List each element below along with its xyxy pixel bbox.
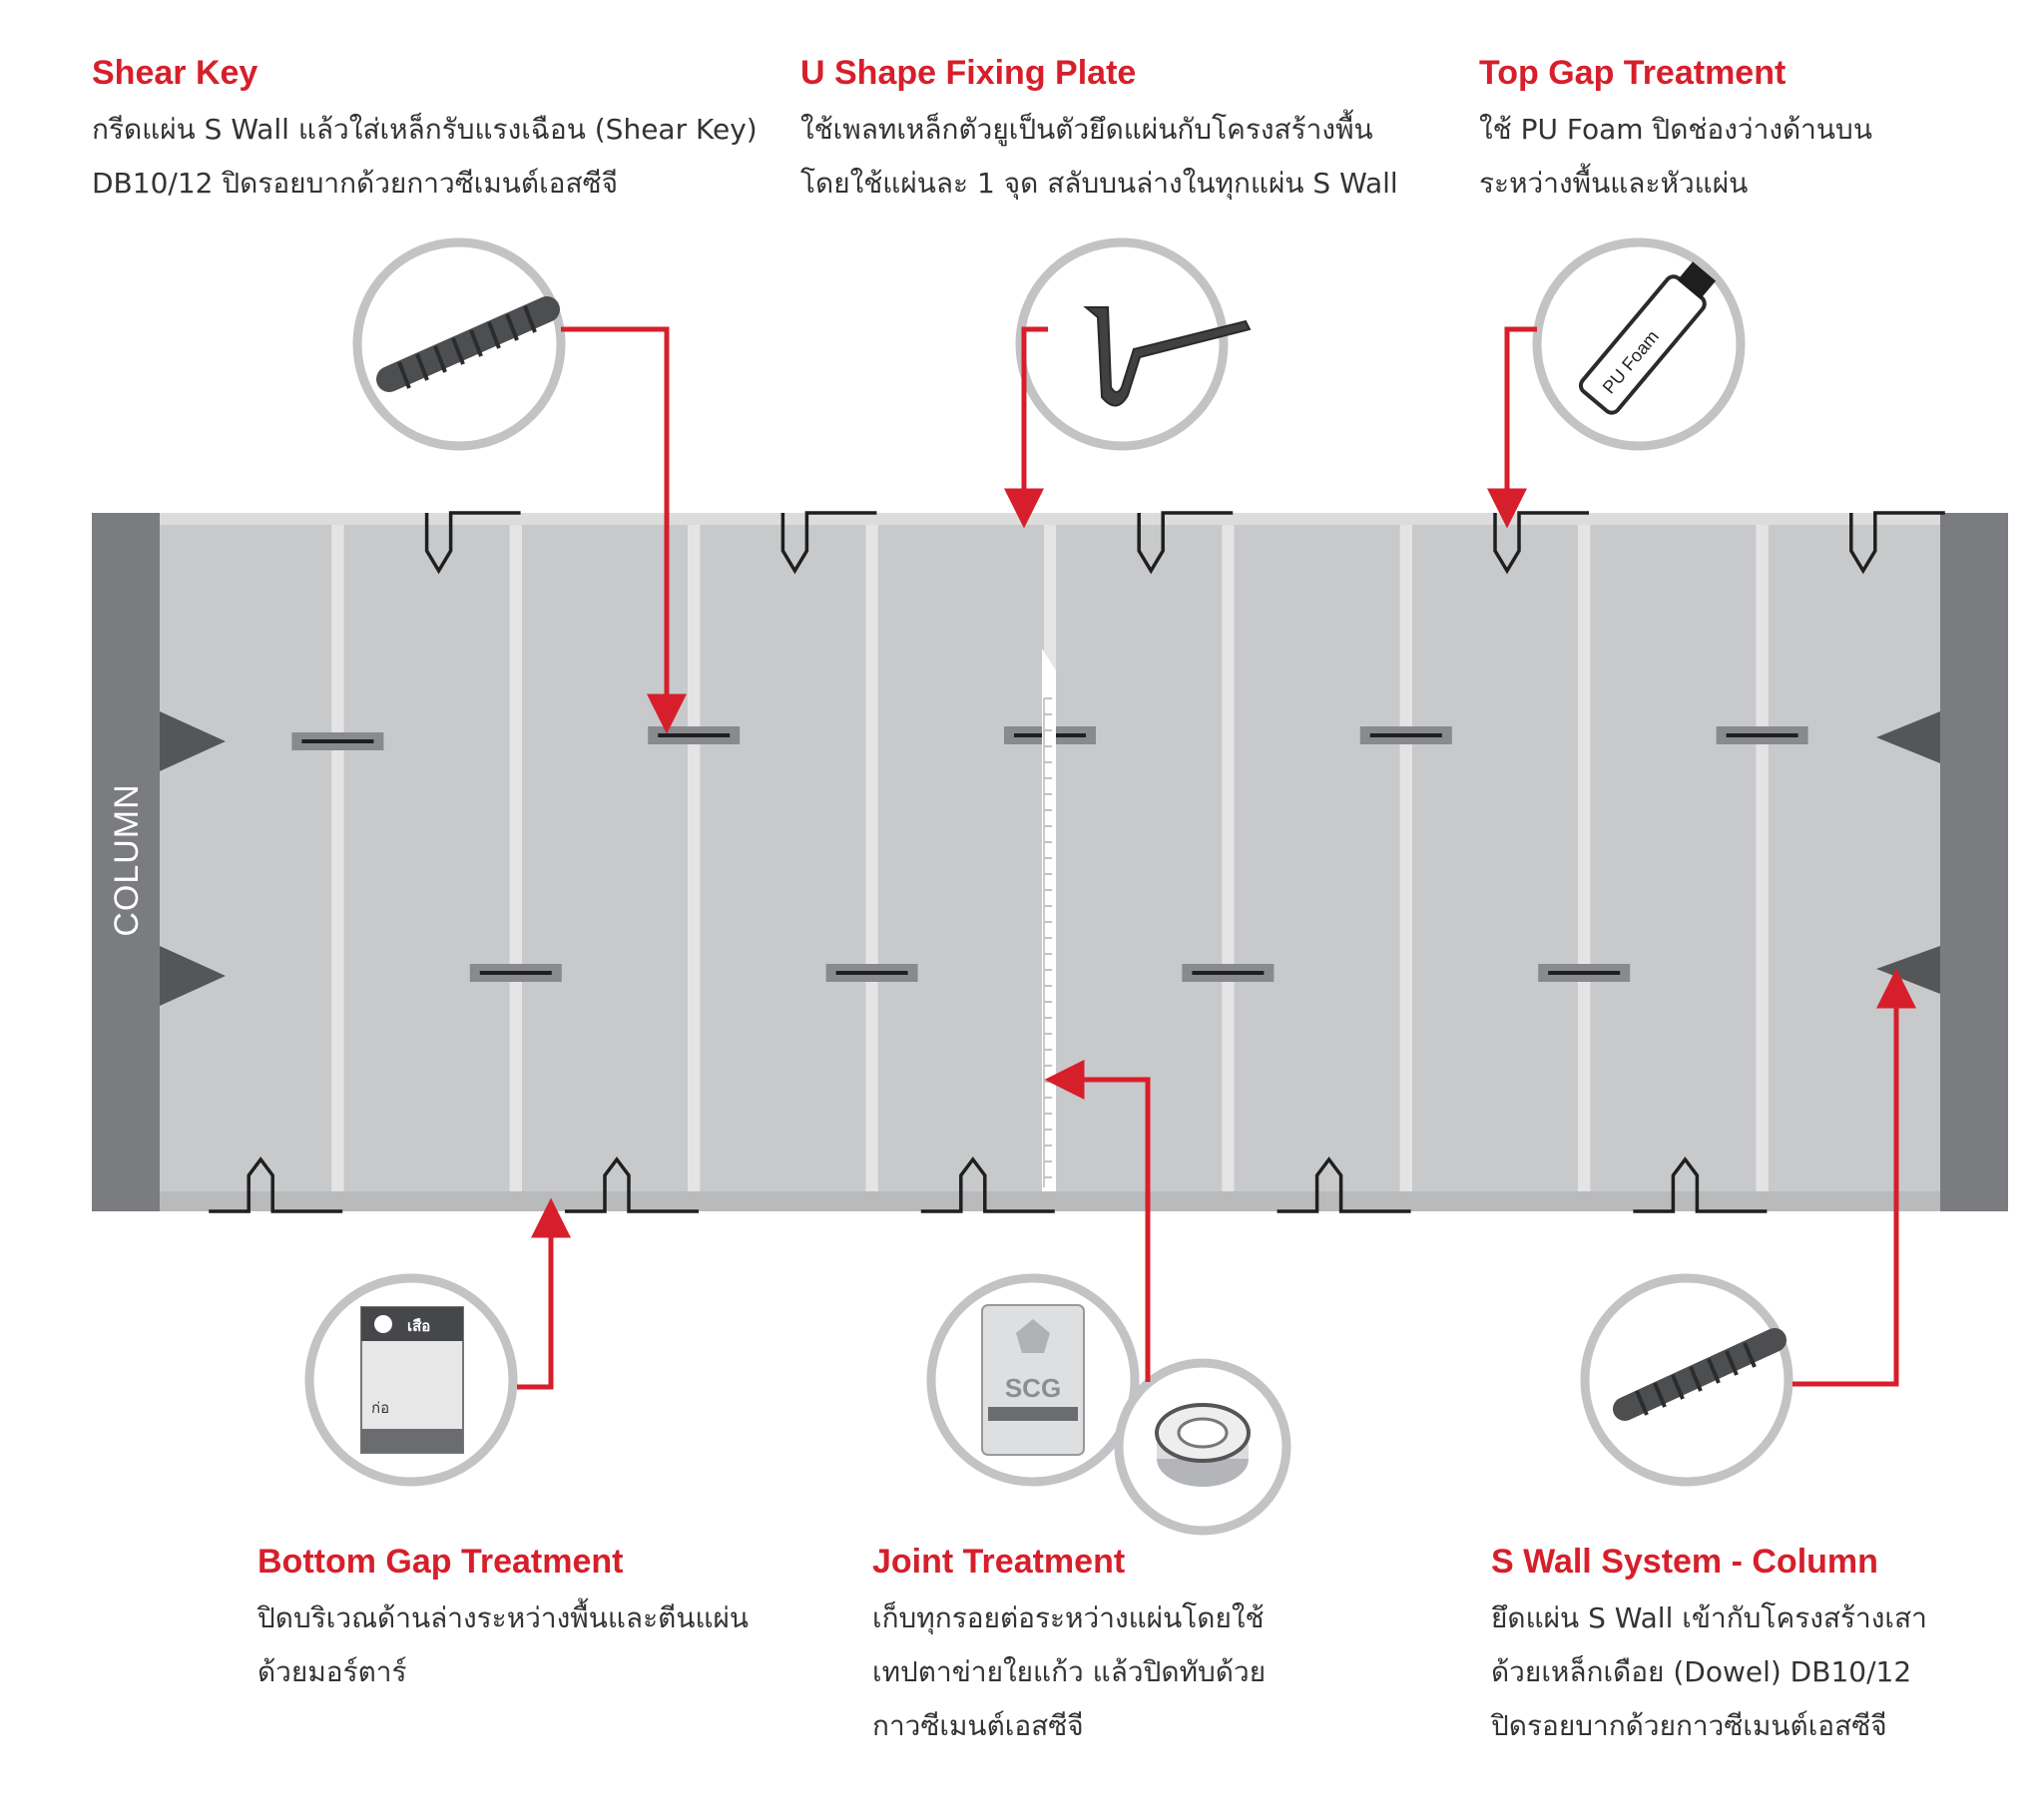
callout-shear-key [352,237,566,451]
label-bottom-gap: Bottom Gap Treatment ปิดบริเวณด้านล่างระ… [257,1543,749,1699]
wall-panel [521,525,689,1191]
bottom-gap-strip [92,1191,2008,1211]
dowel-left-upper [160,711,226,771]
label-column-system: S Wall System - Column ยึดแผ่น S Wall เข… [1491,1543,1927,1753]
arrow-shear-key [561,326,687,734]
wall-panel [1768,525,1940,1191]
callout-dowel [1580,1273,1793,1487]
u-plate-bottom [1277,1156,1411,1213]
wall-panel [700,525,866,1191]
label-line: ด้วยมอร์ตาร์ [257,1655,407,1688]
wall-panel [160,525,332,1191]
u-plate-bottom [920,1156,1055,1213]
arrow-dowel [1792,968,1916,1387]
label-line: เก็บทุกรอยต่อระหว่างแผ่นโดยใช้ [872,1601,1265,1634]
wall-panel [343,525,510,1191]
mesh-tape-roll-icon [1155,1403,1251,1487]
callout-scg: SCG [926,1273,1140,1487]
panel-joint [1756,525,1769,1191]
callout-mesh-tape [1114,1358,1291,1536]
svg-text:SCG: SCG [1005,1373,1061,1403]
label-title: Bottom Gap Treatment [257,1543,624,1581]
wall-panel [1056,525,1223,1191]
dowel-left-lower [160,946,226,1006]
callout-pu-foam: PU Foam [1532,237,1746,451]
u-plate-top [1493,511,1589,575]
mortar-bag-icon: เสือ ก่อ [360,1306,464,1454]
label-title: Shear Key [92,54,258,92]
panel-joint [1578,525,1591,1191]
label-line: ปิดรอยบากด้วยกาวซีเมนต์เอสซีจี [1491,1709,1887,1742]
label-top-gap: Top Gap Treatment ใช้ PU Foam ปิดช่องว่า… [1479,54,1872,211]
column-label: COLUMN [108,783,146,936]
left-column [92,513,160,1211]
label-line: DB10/12 ปิดรอยบากด้วยกาวซีเมนต์เอสซีจี [92,167,618,200]
wall-panel [1590,525,1757,1191]
arrow-joint [1044,1060,1151,1382]
label-line: ปิดบริเวณด้านล่างระหว่างพื้นและตีนแผ่น [257,1601,750,1634]
u-plates [209,511,1945,1213]
panel-joint [688,525,701,1191]
label-title: Top Gap Treatment [1479,54,1787,92]
u-plate-top [1849,511,1945,575]
label-title: U Shape Fixing Plate [800,54,1137,92]
arrow-bottom-gap [517,1197,571,1390]
panel-joint [1222,525,1235,1191]
rebar-icon [376,296,560,392]
callout-mortar: เสือ ก่อ [304,1273,518,1487]
label-line: โดยใช้แผ่นละ 1 จุด สลับบนล่างในทุกแผ่น S… [800,167,1398,200]
right-column [1940,513,2008,1211]
dowel-rebar-icon [1613,1328,1787,1421]
u-plate-top [424,511,521,575]
u-plate-icon [1083,306,1252,407]
label-line: ด้วยเหล็กเดือย (Dowel) DB10/12 [1491,1655,1912,1688]
label-joint: Joint Treatment เก็บทุกรอยต่อระหว่างแผ่น… [872,1543,1266,1753]
label-title: S Wall System - Column [1491,1543,1878,1581]
panel-joint [1399,525,1412,1191]
label-line: เทปตาข่ายใยแก้ว แล้วปิดทับด้วย [872,1655,1267,1688]
wall-panels [160,525,1940,1191]
joint-mesh-tape [1042,649,1056,1191]
label-line: กาวซีเมนต์เอสซีจี [872,1709,1084,1742]
label-line: ยึดแผ่น S Wall เข้ากับโครงสร้างเสา [1491,1601,1927,1634]
u-plate-top [780,511,877,575]
label-line: ใช้เพลทเหล็กตัวยูเป็นตัวยึดแผ่นกับโครงสร… [800,113,1373,146]
label-line: กรีดแผ่น S Wall แล้วใส่เหล็กรับแรงเฉือน … [92,113,758,146]
pu-foam-can-icon: PU Foam [1578,261,1717,415]
svg-text:เสือ: เสือ [407,1317,430,1335]
scg-bag-icon: SCG [981,1304,1085,1456]
wall-panel [877,525,1044,1191]
arrow-top-gap [1487,326,1537,529]
u-plate-top [1137,511,1234,575]
wall-panel [1234,525,1400,1191]
dowel-right-upper [1876,711,1940,763]
arrow-u-plate [1004,326,1048,529]
top-gap-strip [92,513,2008,525]
label-line: ใช้ PU Foam ปิดช่องว่างด้านบน [1479,113,1872,146]
u-plate-bottom [209,1156,343,1213]
svg-text:ก่อ: ก่อ [371,1399,389,1417]
label-shear-key: Shear Key กรีดแผ่น S Wall แล้วใส่เหล็กรั… [92,54,758,211]
callout-u-plate [1015,237,1252,451]
wall-panel [1411,525,1579,1191]
label-line: ระหว่างพื้นและหัวแผ่น [1479,167,1749,200]
label-u-shape: U Shape Fixing Plate ใช้เพลทเหล็กตัวยูเป… [800,54,1398,211]
u-plate-bottom [565,1156,699,1213]
u-plate-bottom [1633,1156,1768,1213]
shear-keys [291,726,1808,982]
panel-joint [865,525,878,1191]
panel-joint [331,525,344,1191]
panel-joint [509,525,522,1191]
label-title: Joint Treatment [872,1543,1126,1581]
